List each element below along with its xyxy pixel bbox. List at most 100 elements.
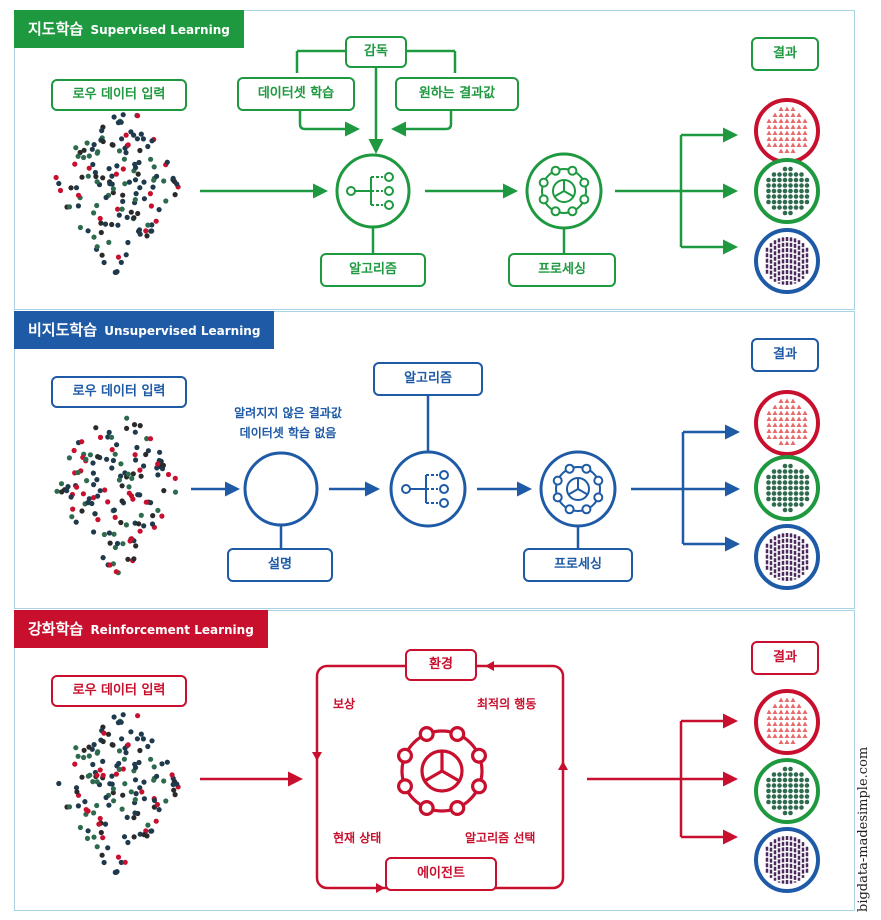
triangle-mark — [790, 422, 796, 427]
triangle-mark — [772, 118, 778, 123]
data-point — [116, 477, 122, 483]
dot-mark — [793, 502, 799, 507]
data-point — [114, 163, 120, 169]
dot-mark — [782, 188, 788, 194]
data-point — [111, 531, 117, 537]
data-point — [149, 222, 155, 228]
reinforcement-learning-panel: 강화학습 Reinforcement Learning 로우 데이터 입력 환경… — [14, 610, 855, 911]
triangle-mark — [790, 739, 796, 744]
triangle-mark — [784, 118, 790, 123]
green-dot-cluster-icon — [754, 455, 820, 521]
data-point — [98, 229, 104, 236]
dot-mark — [771, 491, 777, 496]
dot-mark — [771, 502, 777, 507]
triangle-mark — [790, 124, 796, 129]
cycle-arrow-down — [312, 752, 322, 761]
data-point — [84, 140, 90, 146]
green-dot-cluster-icon — [754, 158, 820, 224]
data-point — [120, 192, 126, 198]
dot-mark — [788, 474, 793, 480]
dot-mark — [777, 772, 782, 777]
dot-mark — [804, 496, 810, 502]
dot-mark — [777, 491, 782, 496]
triangle-mark — [766, 428, 772, 433]
data-point — [135, 210, 141, 217]
dot-mark — [766, 491, 771, 496]
data-point — [155, 472, 161, 478]
data-point — [133, 457, 139, 463]
triangle-mark — [802, 733, 808, 738]
data-point — [83, 456, 89, 462]
data-point — [111, 798, 117, 804]
gear-tooth — [471, 747, 488, 764]
algorithm-label: 알고리즘 — [373, 362, 483, 396]
data-point — [97, 434, 104, 440]
purple-bar-cluster-icon — [754, 228, 820, 294]
dot-mark — [788, 166, 793, 172]
data-point — [141, 463, 147, 469]
data-point — [116, 212, 122, 218]
gear-ring — [555, 466, 601, 512]
data-point — [106, 802, 112, 808]
dot-mark — [766, 783, 771, 788]
data-point — [104, 456, 110, 462]
triangle-mark — [766, 136, 772, 141]
data-point — [124, 814, 130, 820]
triangle-mark — [790, 142, 796, 147]
data-point — [138, 731, 144, 737]
data-point — [64, 488, 70, 494]
dot-mark — [782, 485, 788, 491]
data-point — [68, 185, 74, 191]
data-point — [151, 164, 157, 170]
dot-mark — [777, 188, 782, 194]
data-point — [115, 854, 122, 860]
data-point — [125, 142, 131, 148]
data-point — [94, 772, 100, 778]
dot-mark — [804, 199, 810, 205]
triangle-mark — [778, 410, 784, 415]
data-point — [92, 169, 98, 176]
dot-mark — [793, 799, 799, 805]
dot-mark — [799, 480, 804, 485]
data-point — [148, 228, 154, 234]
data-point — [137, 423, 143, 429]
data-point — [132, 429, 138, 435]
triangle-mark — [772, 136, 778, 141]
data-point — [70, 506, 76, 512]
triangle-mark — [772, 721, 778, 726]
data-point — [86, 753, 92, 759]
data-point — [73, 185, 80, 191]
dot-mark — [766, 183, 771, 188]
dot-mark — [788, 502, 793, 507]
dot-mark — [788, 210, 793, 216]
data-point — [71, 447, 77, 454]
triangle-mark — [790, 416, 796, 421]
triangle-mark — [802, 416, 808, 421]
dot-mark — [793, 783, 799, 788]
dot-mark — [788, 794, 793, 799]
data-point — [123, 252, 129, 258]
supervised-learning-panel: 지도학습 Supervised Learning 로우 데이터 입력 감독 데이… — [14, 10, 855, 310]
dot-mark — [771, 772, 777, 777]
data-point — [86, 153, 92, 159]
triangle-mark — [772, 422, 778, 427]
data-point — [57, 187, 64, 194]
triangle-mark — [766, 130, 772, 135]
data-point — [91, 834, 97, 840]
result-label: 결과 — [751, 641, 819, 675]
current-state-label: 현재 상태 — [333, 831, 382, 845]
triangle-mark — [766, 124, 772, 129]
data-point — [73, 745, 79, 751]
data-point — [132, 810, 138, 816]
data-point — [144, 233, 150, 239]
dot-mark — [799, 788, 804, 794]
triangle-mark — [784, 709, 790, 714]
dot-mark — [799, 485, 804, 491]
data-point — [135, 713, 141, 719]
triangle-mark — [778, 416, 784, 421]
dot-mark — [782, 166, 788, 172]
dot-mark — [804, 783, 810, 788]
data-point — [75, 469, 81, 476]
data-point — [58, 481, 65, 487]
triangle-mark — [796, 142, 802, 147]
